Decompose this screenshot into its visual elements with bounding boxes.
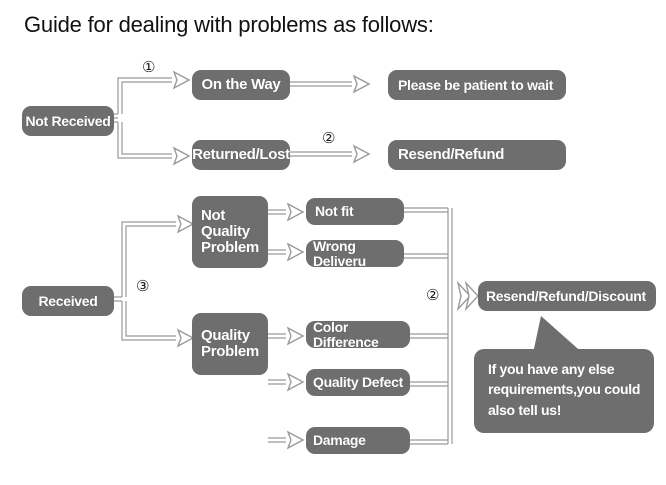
node-label: Returned/Lost [192,146,290,164]
note-line-1: If you have any else [488,361,615,377]
node-label: Not Quality Problem [201,207,259,256]
bubble-tail [532,316,586,358]
node-not-quality-problem[interactable]: Not Quality Problem [192,196,268,268]
marker-two-top: ② [322,129,336,147]
node-label: Resend/Refund/Discount [486,287,646,304]
node-please-be-patient-to-wait[interactable]: Please be patient to wait [388,70,566,100]
node-label: Not Received [25,112,111,129]
node-label: Color Difference [313,318,379,350]
node-resend-refund-discount[interactable]: Resend/Refund/Discount [478,281,656,311]
node-not-received[interactable]: Not Received [22,106,114,136]
marker-two-bottom: ② [426,286,440,304]
node-received[interactable]: Received [22,286,114,316]
node-label: Received [38,292,98,309]
node-label: Not fit [315,203,354,220]
marker-one: ① [142,58,156,76]
note-line-3: also tell us! [488,401,562,418]
node-label: Quality Problem [201,327,259,360]
page-title: Guide for dealing with problems as follo… [24,12,434,37]
node-label: Please be patient to wait [398,76,554,93]
note-line-2: requirements,you could [488,381,641,398]
node-wrong-delivery[interactable]: Wrong Deliveru [306,237,404,269]
double-chevron-icon [456,280,479,312]
node-damage[interactable]: Damage [306,427,410,454]
node-returned-lost[interactable]: Returned/Lost [192,140,290,170]
node-quality-defect[interactable]: Quality Defect [306,369,410,396]
node-color-difference[interactable]: Color Difference [306,318,410,350]
node-resend-refund[interactable]: Resend/Refund [388,140,566,170]
node-label: Resend/Refund [398,146,505,164]
node-quality-problem[interactable]: Quality Problem [192,313,268,375]
node-label: Quality Defect [313,374,403,391]
marker-three: ③ [136,277,150,295]
node-label: Damage [313,432,366,449]
node-not-fit[interactable]: Not fit [306,198,404,225]
node-label: On the Way [201,76,281,94]
node-label: Wrong Deliveru [313,237,366,269]
note-bubble: If you have any else requirements,you co… [474,349,654,433]
node-on-the-way[interactable]: On the Way [192,70,290,100]
